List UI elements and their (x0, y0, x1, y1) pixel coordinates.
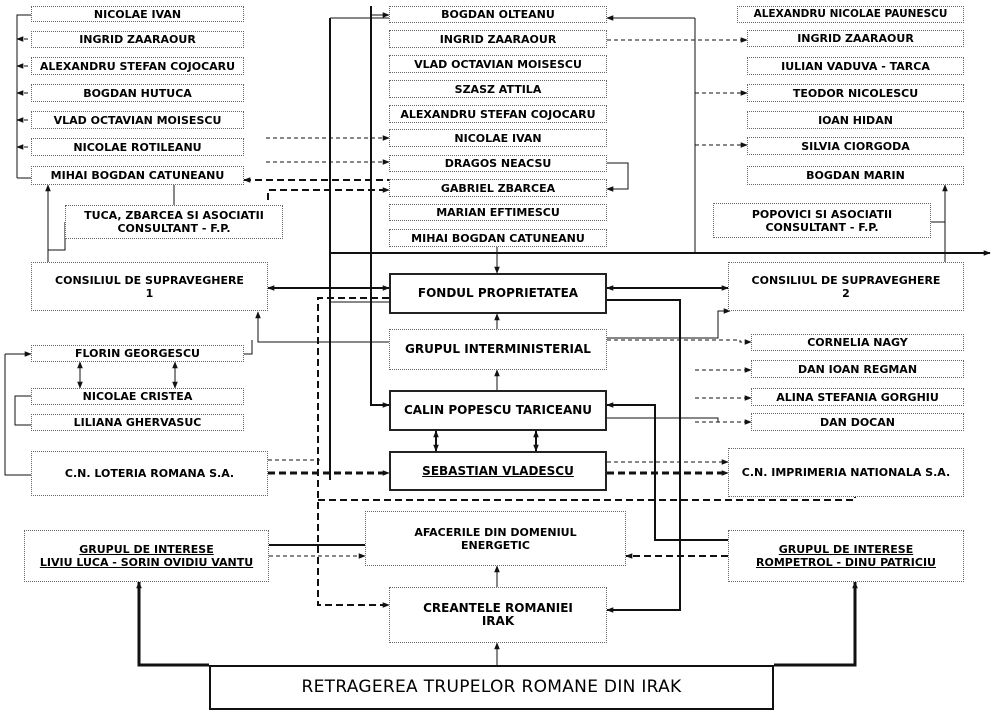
node-left-ingrid-zaaraour: INGRID ZAARAOUR (31, 31, 244, 48)
node-dan-ioan-regman: DAN IOAN REGMAN (751, 360, 964, 378)
node-center-alexandru-stefan-cojocaru: ALEXANDRU STEFAN COJOCARU (389, 105, 607, 123)
node-right-alexandru-nicolae-paunescu: ALEXANDRU NICOLAE PAUNESCU (737, 6, 964, 23)
node-dan-docan: DAN DOCAN (751, 413, 964, 431)
node-center-nicolae-ivan: NICOLAE IVAN (389, 129, 607, 147)
connector (607, 417, 719, 422)
connector (329, 235, 389, 303)
node-grupul-interese-luca-vantu: GRUPUL DE INTERESE LIVIU LUCA - SORIN OV… (24, 530, 269, 582)
node-calin-popescu-tariceanu: CALIN POPESCU TARICEANU (389, 390, 607, 431)
node-grupul-interministerial: GRUPUL INTERMINISTERIAL (389, 329, 607, 370)
connector (137, 582, 209, 667)
node-right-bogdan-marin: BOGDAN MARIN (747, 166, 964, 185)
node-center-ingrid-zaaraour: INGRID ZAARAOUR (389, 30, 607, 48)
connector (606, 162, 629, 192)
connector (317, 297, 390, 608)
node-afacerile-domeniul-energetic: AFACERILE DIN DOMENIUL ENERGETIC (365, 511, 626, 566)
node-left-alexandru-stefan-cojocaru: ALEXANDRU STEFAN COJOCARU (31, 57, 244, 75)
node-center-gabriel-zbarcea: GABRIEL ZBARCEA (389, 179, 607, 197)
node-center-mihai-bogdan-catuneanu: MIHAI BOGDAN CATUNEANU (389, 229, 607, 247)
node-grupul-interese-rompetrol: GRUPUL DE INTERESE ROMPETROL - DINU PATR… (728, 530, 964, 582)
node-loteria-romana: C.N. LOTERIA ROMANA S.A. (31, 451, 268, 496)
connector (48, 222, 66, 251)
node-consiliul-supraveghere-2: CONSILIUL DE SUPRAVEGHERE 2 (728, 262, 964, 311)
node-left-bogdan-hutuca: BOGDAN HUTUCA (31, 84, 244, 102)
connector (14, 395, 31, 426)
node-popovici-asociatii-consultant: POPOVICI SI ASOCIATII CONSULTANT - F.P. (713, 203, 931, 238)
connector (774, 582, 857, 667)
connector (255, 311, 389, 343)
node-right-silvia-ciorgoda: SILVIA CIORGODA (747, 137, 964, 155)
node-left-nicolae-rotileanu: NICOLAE ROTILEANU (31, 138, 244, 156)
connector (607, 308, 731, 339)
node-right-ingrid-zaaraour: INGRID ZAARAOUR (747, 30, 964, 47)
connector (267, 187, 390, 200)
node-nicolae-cristea: NICOLAE CRISTEA (31, 388, 244, 405)
node-center-dragos-neacsu: DRAGOS NEACSU (389, 155, 607, 172)
connector (4, 354, 31, 476)
node-retragerea-trupelor-irak: RETRAGEREA TRUPELOR ROMANE DIN IRAK (209, 665, 774, 710)
node-creantele-romaniei-irak: CREANTELE ROMANIEI IRAK (389, 587, 607, 643)
node-fondul-proprietatea: FONDUL PROPRIETATEA (389, 273, 607, 314)
node-tuca-zbarcea-consultant: TUCA, ZBARCEA SI ASOCIATII CONSULTANT - … (65, 205, 283, 239)
node-imprimeria-nationala: C.N. IMPRIMERIA NATIONALA S.A. (728, 448, 964, 497)
node-liliana-ghervasuc: LILIANA GHERVASUC (31, 414, 244, 431)
node-right-iulian-vaduva-tarca: IULIAN VADUVA - TARCA (747, 57, 964, 75)
node-consiliul-supraveghere-1: CONSILIUL DE SUPRAVEGHERE 1 (31, 262, 268, 311)
node-center-bogdan-olteanu: BOGDAN OLTEANU (389, 6, 607, 23)
node-center-szasz-attila: SZASZ ATTILA (389, 80, 607, 98)
node-left-vlad-octavian-moisescu: VLAD OCTAVIAN MOISESCU (31, 111, 244, 129)
node-right-ioan-hidan: IOAN HIDAN (747, 111, 964, 129)
node-center-marian-eftimescu: MARIAN EFTIMESCU (389, 204, 607, 221)
node-alina-stefania-gorghiu: ALINA STEFANIA GORGHIU (751, 388, 964, 406)
node-right-teodor-nicolescu: TEODOR NICOLESCU (747, 84, 964, 102)
connector (370, 6, 390, 408)
node-florin-georgescu: FLORIN GEORGESCU (31, 345, 244, 362)
node-sebastian-vladescu: SEBASTIAN VLADESCU (389, 451, 607, 491)
connector (244, 340, 253, 355)
node-cornelia-nagy: CORNELIA NAGY (751, 334, 964, 351)
node-left-mihai-bogdan-catuneanu: MIHAI BOGDAN CATUNEANU (31, 166, 244, 185)
connector (606, 299, 681, 613)
connector (607, 339, 752, 345)
node-center-vlad-octavian-moisescu: VLAD OCTAVIAN MOISESCU (389, 55, 607, 73)
node-left-nicolae-ivan: NICOLAE IVAN (31, 6, 244, 22)
